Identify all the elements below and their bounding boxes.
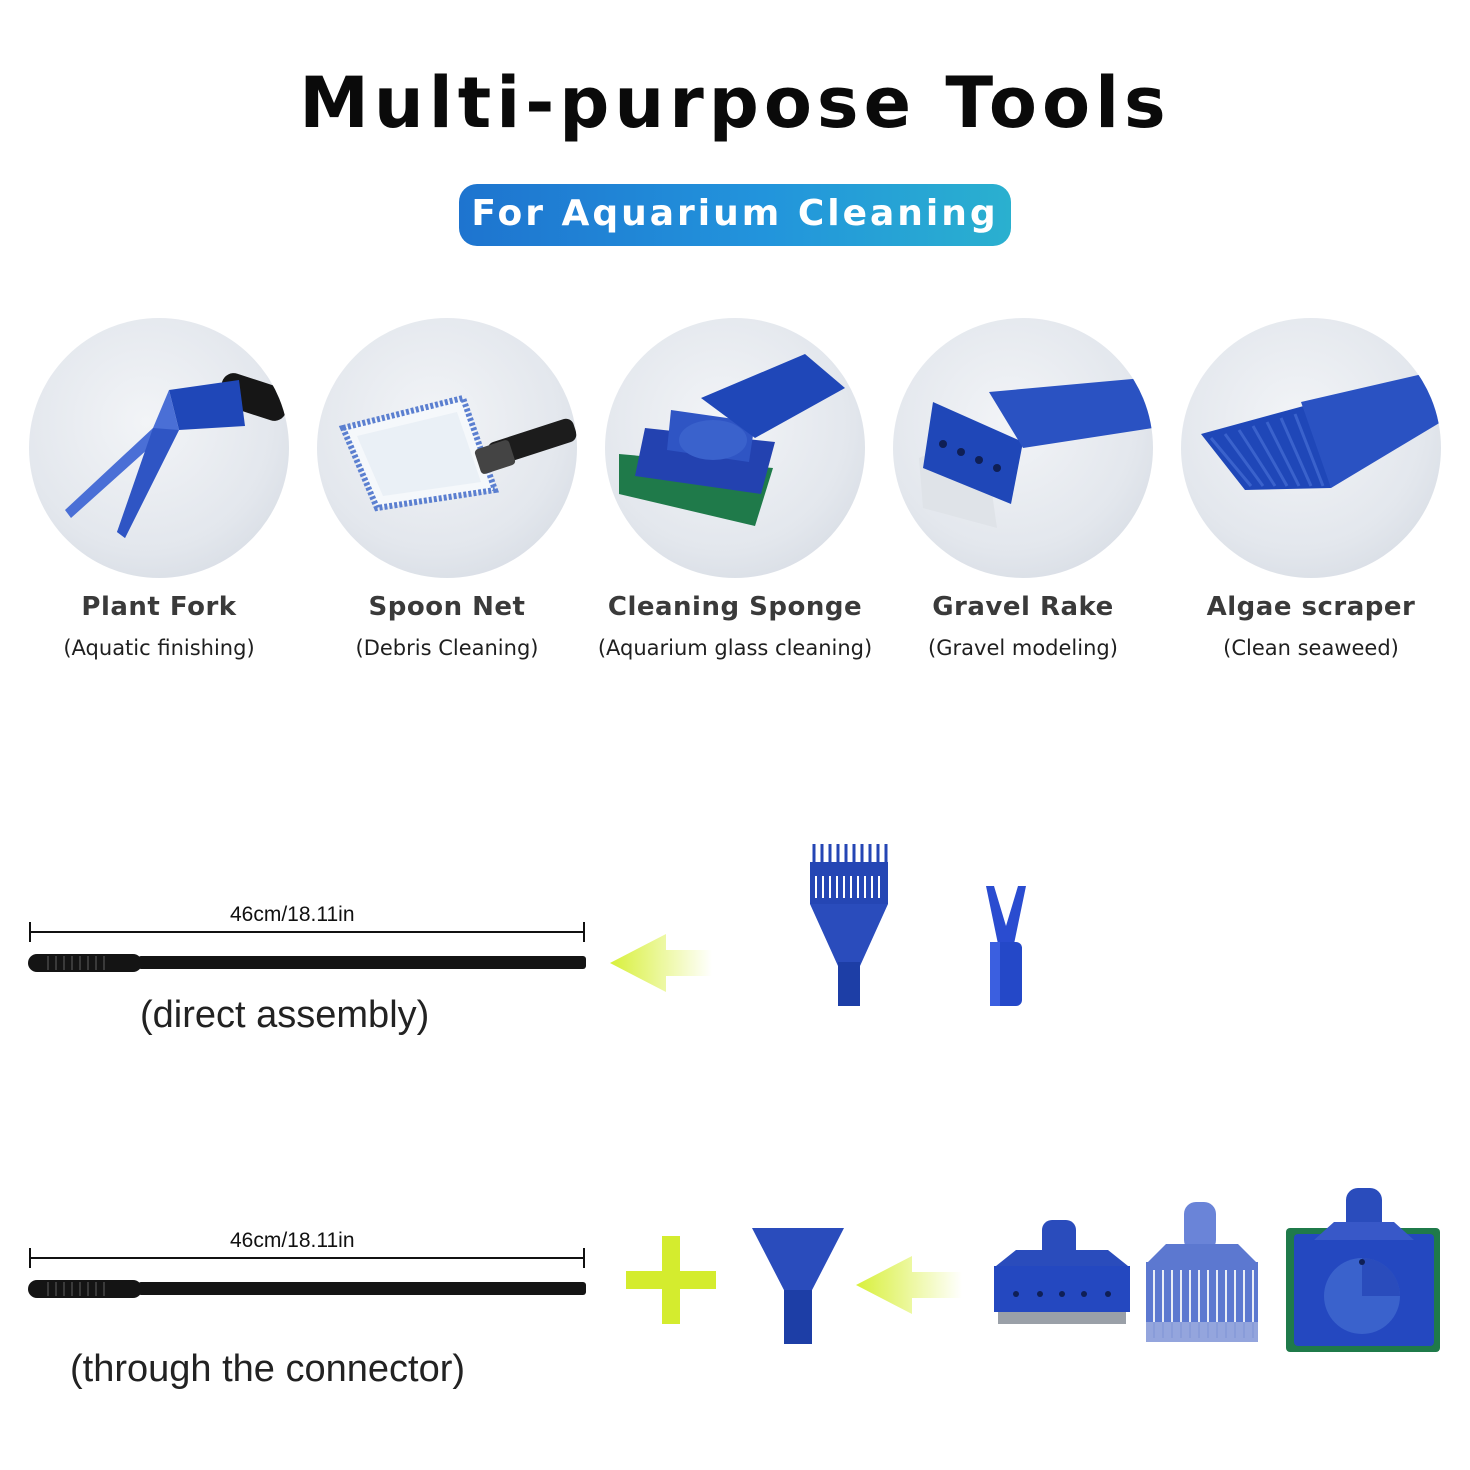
plant-fork-icon [29,318,289,578]
algae-scraper-icon [1181,318,1441,578]
rake-comb-head-icon [1146,1202,1258,1342]
connector-piece-icon [752,1228,844,1344]
tool-name: Cleaning Sponge [607,592,863,622]
gravel-rake-head-icon [810,844,888,1006]
scraper-blade-head-icon [994,1220,1130,1324]
tool-description: (Gravel modeling) [928,636,1118,660]
handle-rod-direct [28,922,586,972]
rod-length-label: 46cm/18.11in [230,1229,355,1252]
tool-name: Plant Fork [81,592,237,622]
tool-description: (Aquarium glass cleaning) [597,636,873,660]
cleaning-sponge-icon [605,318,865,578]
tool-description: (Debris Cleaning) [355,636,539,660]
plant-fork-head-icon [986,886,1026,1006]
tool-card-spoon-net: Spoon Net (Debris Cleaning) [302,318,592,660]
plus-icon [626,1236,716,1324]
handle-rod-connector [28,1248,586,1298]
arrow-left-icon [610,934,712,992]
tool-card-algae-scraper: Algae scraper (Clean seaweed) [1166,318,1456,660]
arrow-left-icon [856,1256,962,1314]
gravel-rake-icon [893,318,1153,578]
tool-description: (Aquatic finishing) [63,636,255,660]
subtitle-banner: For Aquarium Cleaning [459,184,1011,246]
tool-description: (Clean seaweed) [1223,636,1399,660]
page-title: Multi-purpose Tools [299,62,1171,144]
tool-name: Algae scraper [1206,592,1416,622]
tool-card-plant-fork: Plant Fork (Aquatic finishing) [14,318,304,660]
spoon-net-icon [317,318,577,578]
tool-name: Gravel Rake [932,592,1114,622]
tool-card-cleaning-sponge: Cleaning Sponge (Aquarium glass cleaning… [590,318,880,660]
connector-assembly-caption: (through the connector) [70,1348,466,1390]
direct-assembly-caption: (direct assembly) [140,994,430,1036]
sponge-pad-head-icon [1286,1188,1440,1352]
tool-name: Spoon Net [368,592,526,622]
tool-card-gravel-rake: Gravel Rake (Gravel modeling) [878,318,1168,660]
rod-length-label: 46cm/18.11in [230,903,355,926]
